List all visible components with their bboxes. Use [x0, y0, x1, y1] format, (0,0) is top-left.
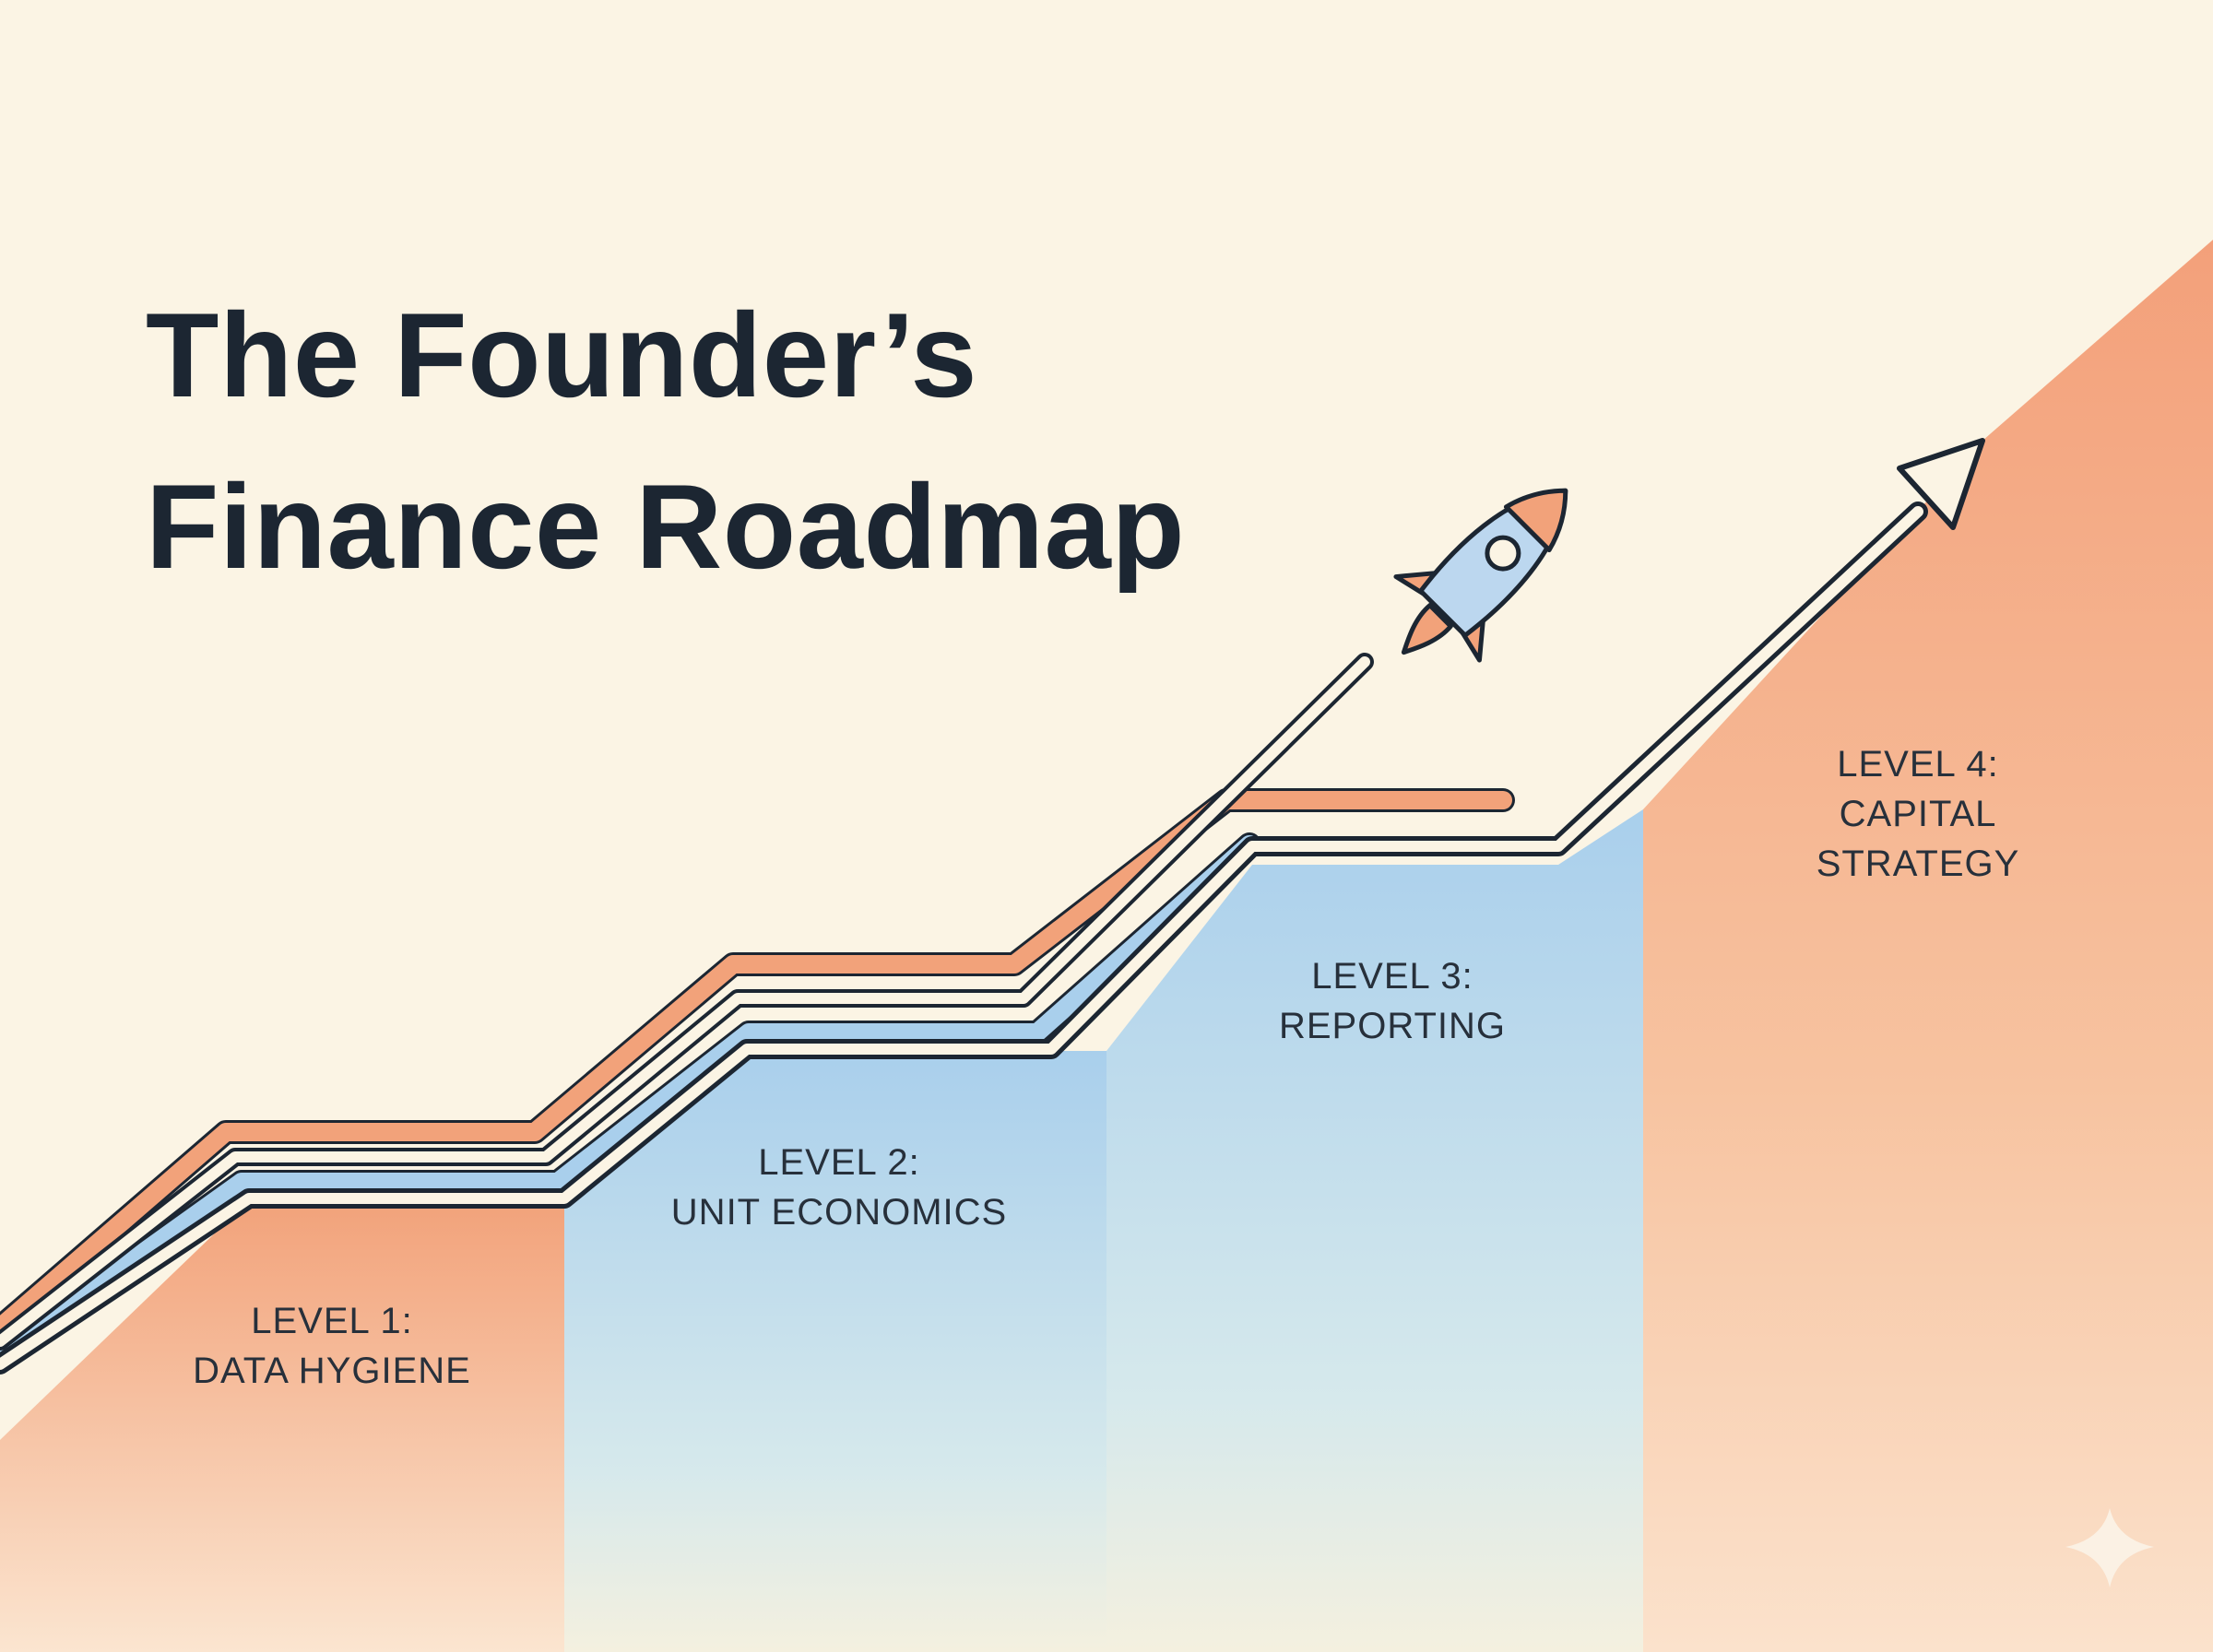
- level-4-name-line-2: STRATEGY: [1816, 844, 2020, 884]
- stage-3-fill: [1106, 809, 1643, 1652]
- level-1-name: DATA HYGIENE: [193, 1351, 471, 1391]
- level-3-label: LEVEL 3: REPORTING: [1189, 951, 1595, 1051]
- title-line-1: The Founder’s: [146, 288, 978, 422]
- level-3-number: LEVEL 3:: [1311, 956, 1473, 997]
- stage-2-fill: [564, 1051, 1106, 1652]
- level-4-number: LEVEL 4:: [1837, 744, 1999, 785]
- page-title: The Founder’s Finance Roadmap: [146, 269, 1185, 612]
- level-4-name-line-1: CAPITAL: [1839, 794, 1997, 834]
- title-line-2: Finance Roadmap: [146, 459, 1186, 594]
- stage-1-fill: [0, 1200, 564, 1652]
- level-2-number: LEVEL 2:: [758, 1142, 920, 1183]
- rocket-icon: [1393, 488, 1568, 663]
- level-2-name: UNIT ECONOMICS: [670, 1192, 1008, 1233]
- level-1-number: LEVEL 1:: [251, 1301, 413, 1341]
- sparkle-icon: [2065, 1508, 2154, 1587]
- level-3-name: REPORTING: [1278, 1006, 1507, 1046]
- stage-4-fill: [1643, 240, 2213, 1652]
- level-2-label: LEVEL 2: UNIT ECONOMICS: [618, 1138, 1060, 1237]
- arrow-head-icon: [1897, 438, 1985, 530]
- level-4-label: LEVEL 4: CAPITAL STRATEGY: [1734, 739, 2102, 889]
- level-1-label: LEVEL 1: DATA HYGIENE: [148, 1296, 516, 1396]
